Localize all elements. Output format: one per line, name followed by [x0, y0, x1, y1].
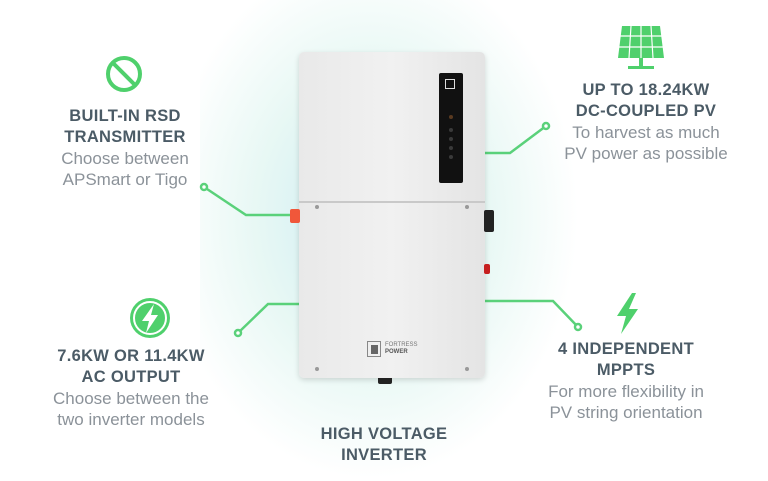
status-led	[449, 146, 453, 150]
status-led	[449, 115, 453, 119]
feature-title: TRANSMITTER	[64, 128, 186, 146]
solar-panel-icon	[618, 25, 664, 69]
panel-divider	[299, 201, 485, 203]
status-display	[439, 73, 463, 183]
feature-description: Choose between the	[53, 389, 209, 408]
feature-description: PV power as possible	[564, 144, 728, 163]
no-sign-icon	[106, 56, 142, 92]
callout-dot	[573, 322, 583, 332]
feature-description: APSmart or Tigo	[62, 170, 188, 189]
callout-line-mppt	[484, 299, 579, 328]
feature-title: AC OUTPUT	[81, 368, 181, 386]
feature-ac-output: 7.6KW OR 11.4KW AC OUTPUT Choose between…	[53, 346, 209, 430]
screw	[465, 367, 469, 371]
feature-description: two inverter models	[57, 410, 205, 429]
callout-dot	[199, 182, 209, 192]
feature-title: UP TO 18.24KW	[582, 81, 710, 99]
brand-logo-icon	[367, 341, 381, 357]
feature-title: 4 INDEPENDENT	[558, 340, 694, 358]
feature-title: MPPTS	[596, 361, 656, 379]
status-led	[449, 137, 453, 141]
callout-dot	[233, 328, 243, 338]
feature-title: DC-COUPLED PV	[575, 102, 717, 120]
lightning-icon	[617, 293, 638, 334]
feature-mppt: 4 INDEPENDENT MPPTS For more flexibility…	[548, 339, 704, 423]
screw	[315, 367, 319, 371]
screw	[465, 205, 469, 209]
dc-switch	[484, 210, 494, 232]
bottom-port	[378, 378, 392, 384]
feature-description: PV string orientation	[549, 403, 703, 422]
rsd-switch	[290, 209, 300, 223]
callout-line-pv	[484, 125, 547, 155]
callout-line-rsd	[203, 185, 292, 217]
feature-description: For more flexibility in	[548, 382, 704, 401]
feature-title: 7.6KW OR 11.4KW	[57, 347, 205, 365]
brand-logo-icon	[445, 79, 455, 89]
feature-pv: UP TO 18.24KW DC-COUPLED PV To harvest a…	[564, 80, 727, 164]
callout-dot	[541, 121, 551, 131]
product-caption: HIGH VOLTAGE INVERTER	[320, 425, 448, 464]
feature-rsd: BUILT-IN RSD TRANSMITTER Choose between …	[61, 106, 189, 190]
status-led	[449, 128, 453, 132]
feature-description: To harvest as much	[572, 123, 720, 142]
callout-line-ac	[237, 302, 300, 334]
lightning-circle-icon	[130, 298, 170, 338]
red-button	[484, 264, 490, 274]
screw	[315, 205, 319, 209]
feature-title: BUILT-IN RSD	[69, 107, 181, 125]
status-led	[449, 155, 453, 159]
feature-description: Choose between	[61, 149, 189, 168]
